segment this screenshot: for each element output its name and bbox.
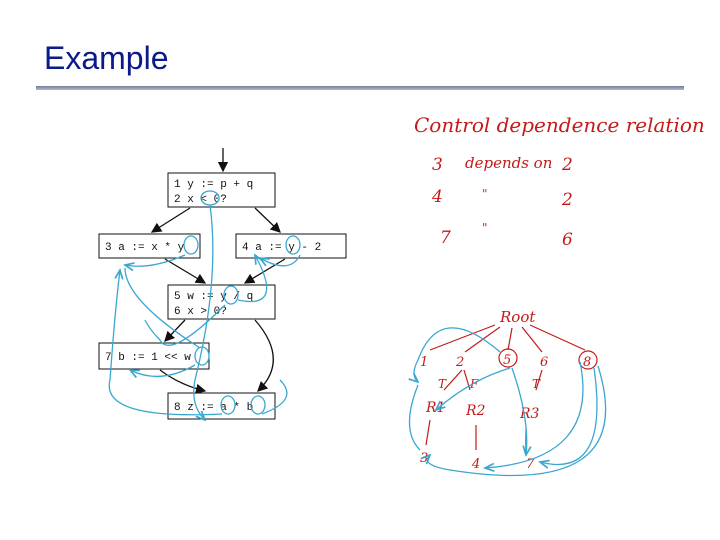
dataflow-annotations <box>108 190 301 420</box>
relation-heading: Control dependence relation <box>414 113 705 137</box>
block-5-line2: 6 x > 0? <box>174 306 227 318</box>
edge-label-t2: T <box>532 377 541 391</box>
block-7 <box>98 342 210 370</box>
block-5-6 <box>167 284 276 320</box>
edge-label-t1: T <box>438 377 447 391</box>
tree-node-6: 6 <box>540 355 548 370</box>
row3-node: 7 <box>440 228 451 248</box>
row2-dep: 2 <box>561 190 573 210</box>
tree-node-2: 2 <box>455 355 464 370</box>
title-divider <box>36 86 684 90</box>
edge-2-4 <box>254 207 281 233</box>
block-3-text: 3 a := x * y <box>105 242 185 254</box>
tree-dataflow-arrows <box>409 327 607 477</box>
block-1-2 <box>167 172 276 208</box>
block-3 <box>98 233 201 259</box>
dependence-relation: Control dependence relation 3 depends on… <box>414 113 705 250</box>
edge-label-f: F <box>469 377 479 391</box>
row1-node: 3 <box>432 155 443 175</box>
slide-title: Example <box>44 40 169 76</box>
region-r1: R1 <box>425 400 445 416</box>
row1-text: depends on <box>465 154 552 172</box>
tree-node-1: 1 <box>420 355 428 370</box>
block-5-line1: 5 w := y / q <box>174 291 253 303</box>
block-1-line2: 2 x < 0? <box>174 194 227 206</box>
row1-dep: 2 <box>561 155 573 175</box>
dependence-tree: Root 1 2 5 6 8 T F T R1 R2 R3 3 4 7 <box>409 308 607 477</box>
block-8-text: 8 z := a * b <box>174 402 253 414</box>
row3-text: " <box>482 221 488 235</box>
tree-node-5: 5 <box>503 353 511 368</box>
row2-node: 4 <box>431 187 443 207</box>
edge-2-3 <box>150 207 191 233</box>
region-r3: R3 <box>519 406 540 422</box>
row3-dep: 6 <box>562 230 573 250</box>
region-r2: R2 <box>465 403 486 419</box>
leaf-4: 4 <box>471 457 480 472</box>
block-4-text: 4 a := y - 2 <box>242 242 321 254</box>
block-7-text: 7 b := 1 << w <box>105 352 191 364</box>
tree-node-8: 8 <box>583 355 591 370</box>
block-1-line1: 1 y := p + q <box>174 179 253 191</box>
edge-7-8 <box>159 369 207 394</box>
tree-root: Root <box>499 308 536 326</box>
edge-3-5 <box>164 258 207 284</box>
leaf-7: 7 <box>526 457 535 472</box>
row2-text: " <box>482 187 488 201</box>
edge-6-8 <box>254 319 274 392</box>
edge-4-5 <box>243 258 286 284</box>
cfg-graph: 1 y := p + q 2 x < 0? 3 a := x * y 4 a :… <box>98 148 347 420</box>
